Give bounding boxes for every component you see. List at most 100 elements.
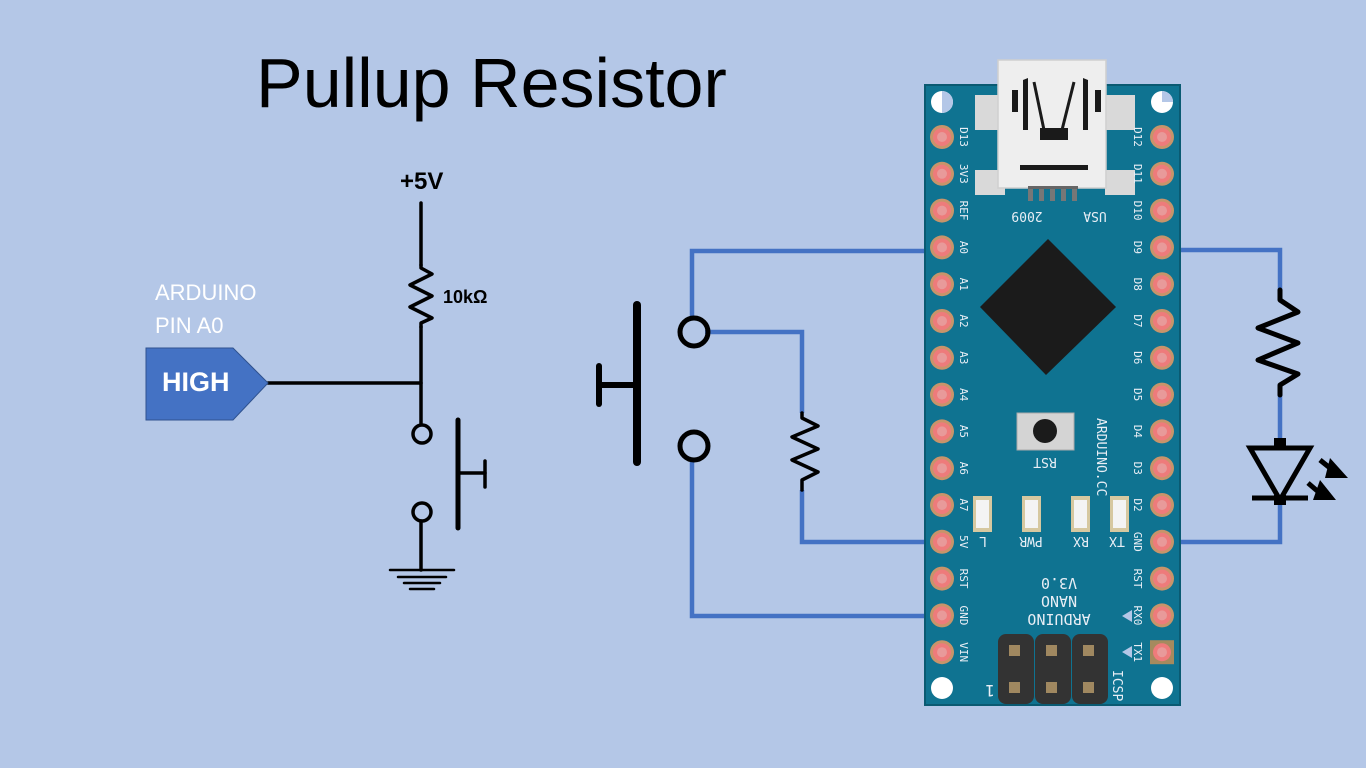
pin-label-right: D3 [1131,462,1144,475]
pin-pad-icon [930,345,954,370]
pin-label-left: A5 [957,425,970,438]
pin-pad-icon [1150,125,1174,149]
pin-label-line2: PIN A0 [155,313,224,338]
board-website-text: ARDUINO.CC [1093,418,1108,496]
mounting-hole-icon [1151,677,1173,699]
arduino-nano-board: 2009 USA RST ARDUINO.CC L PWR RX TX ARDU… [924,59,1181,706]
led-label-tx: TX [1109,533,1125,548]
wire-d9-to-led-resistor [1180,247,1283,290]
led-label-l: L [979,533,987,548]
board-name-line1: ARDUINO [1027,610,1090,628]
icsp-label: ICSP [1109,670,1124,701]
pin-pad-icon [930,125,954,149]
pin-label-right: D2 [1131,498,1144,511]
pin-pad-icon [1150,640,1174,665]
pin-pad-icon [930,493,954,517]
supply-voltage-label: +5V [400,168,444,195]
pin-state-label: HIGH [162,367,230,397]
status-leds [973,496,1129,532]
pin-pad-icon [1150,309,1174,333]
pin-pad-icon [1150,198,1174,223]
wire-led-to-gnd [1180,505,1283,545]
pin-label-right: RX0 [1131,605,1144,625]
mounting-hole-shade [942,91,953,113]
slide-title: Pullup Resistor [256,44,727,122]
led-label-pwr: PWR [1019,533,1043,548]
icsp-pin1-marker: 1 [985,681,995,700]
pin-pad-icon [930,456,954,481]
pushbutton-icon [596,301,711,466]
pin-label-left: A1 [957,278,970,291]
pin-label-left: A2 [957,314,970,327]
led-label-rx: RX [1073,533,1089,548]
rx-indicator-icon [1122,610,1132,622]
pin-label-left: 5V [957,535,970,549]
pin-pad-icon [930,566,954,591]
pullup-resistor-icon [408,263,434,329]
board-name-line3: V3.0 [1041,574,1077,592]
pin-pad-icon [930,382,954,407]
pin-label-right: D12 [1131,127,1144,147]
switch-contact-top-icon [411,423,433,445]
pin-pad-icon [1150,272,1174,297]
wire-switch-to-resistor [705,329,805,413]
board-name-line2: NANO [1041,592,1077,610]
pin-pad-icon [930,235,954,260]
tx-indicator-icon [1122,646,1132,658]
reset-label: RST [1033,454,1057,469]
pin-label-left: A6 [957,462,970,475]
resistor-value-label: 10kΩ [443,287,488,307]
reset-button-icon [1016,412,1075,451]
pin-label-right: D8 [1131,278,1144,291]
pin-label-right: GND [1131,532,1144,552]
pin-label-left: A0 [957,241,970,254]
pin-pad-icon [930,529,954,554]
pin-pad-icon [1150,456,1174,481]
pin-label-right: D6 [1131,351,1144,364]
pin-pad-icon [930,161,954,186]
pin-label-line1: ARDUINO [155,280,257,305]
pin-pad-icon [1150,493,1174,517]
pin-label-left: GND [957,605,970,625]
switch-contact-bottom-icon [411,501,433,523]
schematic-pullup [266,201,487,591]
pin-label-left: VIN [957,642,970,662]
pin-pad-icon [930,603,954,628]
pin-label-right: RST [1131,569,1144,589]
led-resistor-icon [1255,287,1301,398]
pin-pad-icon [1150,345,1174,370]
pin-pad-icon [1150,382,1174,407]
pin-pad-icon [1150,419,1174,444]
pin-pad-icon [930,309,954,333]
pin-label-left: D13 [957,127,970,147]
pin-label-right: D4 [1131,425,1144,439]
pin-label-right: D10 [1131,201,1144,221]
pin-pad-icon [1150,161,1174,186]
pin-label-left: A3 [957,351,970,364]
pin-pad-icon [1150,603,1174,628]
pin-label-right: D11 [1131,164,1144,184]
pin-label-right: D7 [1131,314,1144,327]
pin-label-left: RST [957,569,970,589]
microcontroller-chip-icon [980,239,1116,375]
pin-pad-icon [930,198,954,223]
pin-label-right: TX1 [1131,642,1144,662]
wire-switch-to-gnd [689,462,925,619]
pin-pad-icon [930,640,954,665]
pin-state-tag [145,347,269,421]
mounting-hole-shade [1162,91,1173,102]
pin-label-left: 3V3 [957,164,970,184]
wiring [689,247,1283,619]
led-icon [1245,438,1348,506]
pin-label-left: A4 [957,388,970,402]
pin-label-left: REF [957,201,970,221]
pin-pad-icon [930,419,954,444]
usb-connector-icon [975,59,1135,201]
pin-pad-icon [1150,566,1174,591]
pin-pad-icon [1150,529,1174,554]
pulldown-resistor-icon [790,411,820,492]
pin-label-right: D5 [1131,388,1144,401]
